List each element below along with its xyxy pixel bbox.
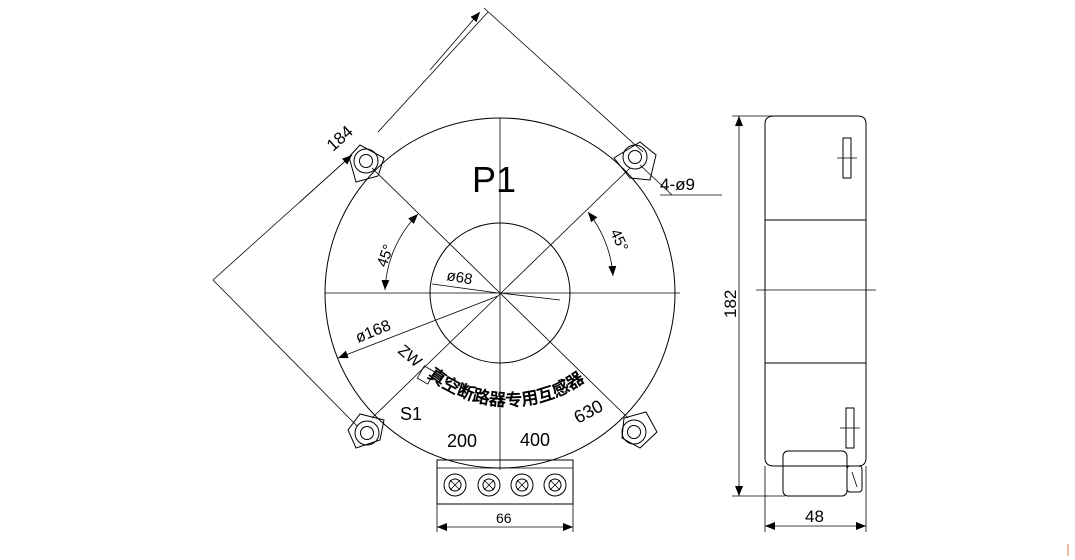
terminal-label-s1: S1 [400,404,422,424]
product-text: 真空断路器专用互感器 [424,364,589,412]
hole-callout: 4-ø9 [639,164,722,196]
inner-diameter-label: ø68 [445,267,473,288]
terminal-width-dimension: 66 [436,504,574,532]
side-depth-label: 48 [805,507,824,526]
angle-right-label: 45° [606,227,631,255]
tap-label-200: 200 [447,431,477,451]
outer-diameter-label: ø168 [353,317,393,346]
slot-marker-lower [840,407,860,449]
angle-left-label: 45° [374,242,398,269]
side-height-dimension: 182 [721,115,785,497]
side-screw-head [846,465,863,493]
tap-label-400: 400 [520,430,550,450]
slot-marker-upper [837,137,857,179]
outer-diameter: ø168 [337,295,499,359]
model-placeholder-box [416,365,436,385]
terminal-screw [543,473,567,497]
angle-right: 45° [587,211,631,277]
mounting-holes [353,144,648,446]
product-marking: ZW 真空断路器专用互感器 [394,342,588,411]
front-view-title: P1 [472,159,516,200]
side-depth-dimension: 48 [764,466,867,532]
terminal-screw [443,473,467,497]
inner-diameter: ø68 [431,267,499,294]
side-view: 182 48 [721,115,876,532]
terminal-width-label: 66 [496,510,512,526]
side-terminal-box [782,450,848,497]
angle-left: 45° [374,213,419,291]
diagonal-dimension-label: 184 [323,122,357,155]
hole-callout-label: 4-ø9 [660,175,695,194]
terminal-screw [477,473,501,497]
center-lines [325,118,680,470]
tap-label-630: 630 [570,396,606,428]
side-height-label: 182 [721,290,740,318]
terminal-screw [510,473,534,497]
terminal-block [436,459,574,505]
prefix-text: ZW [394,342,425,372]
front-view: 184 4-ø9 P1 45° 45° ø68 ø168 [212,7,722,532]
